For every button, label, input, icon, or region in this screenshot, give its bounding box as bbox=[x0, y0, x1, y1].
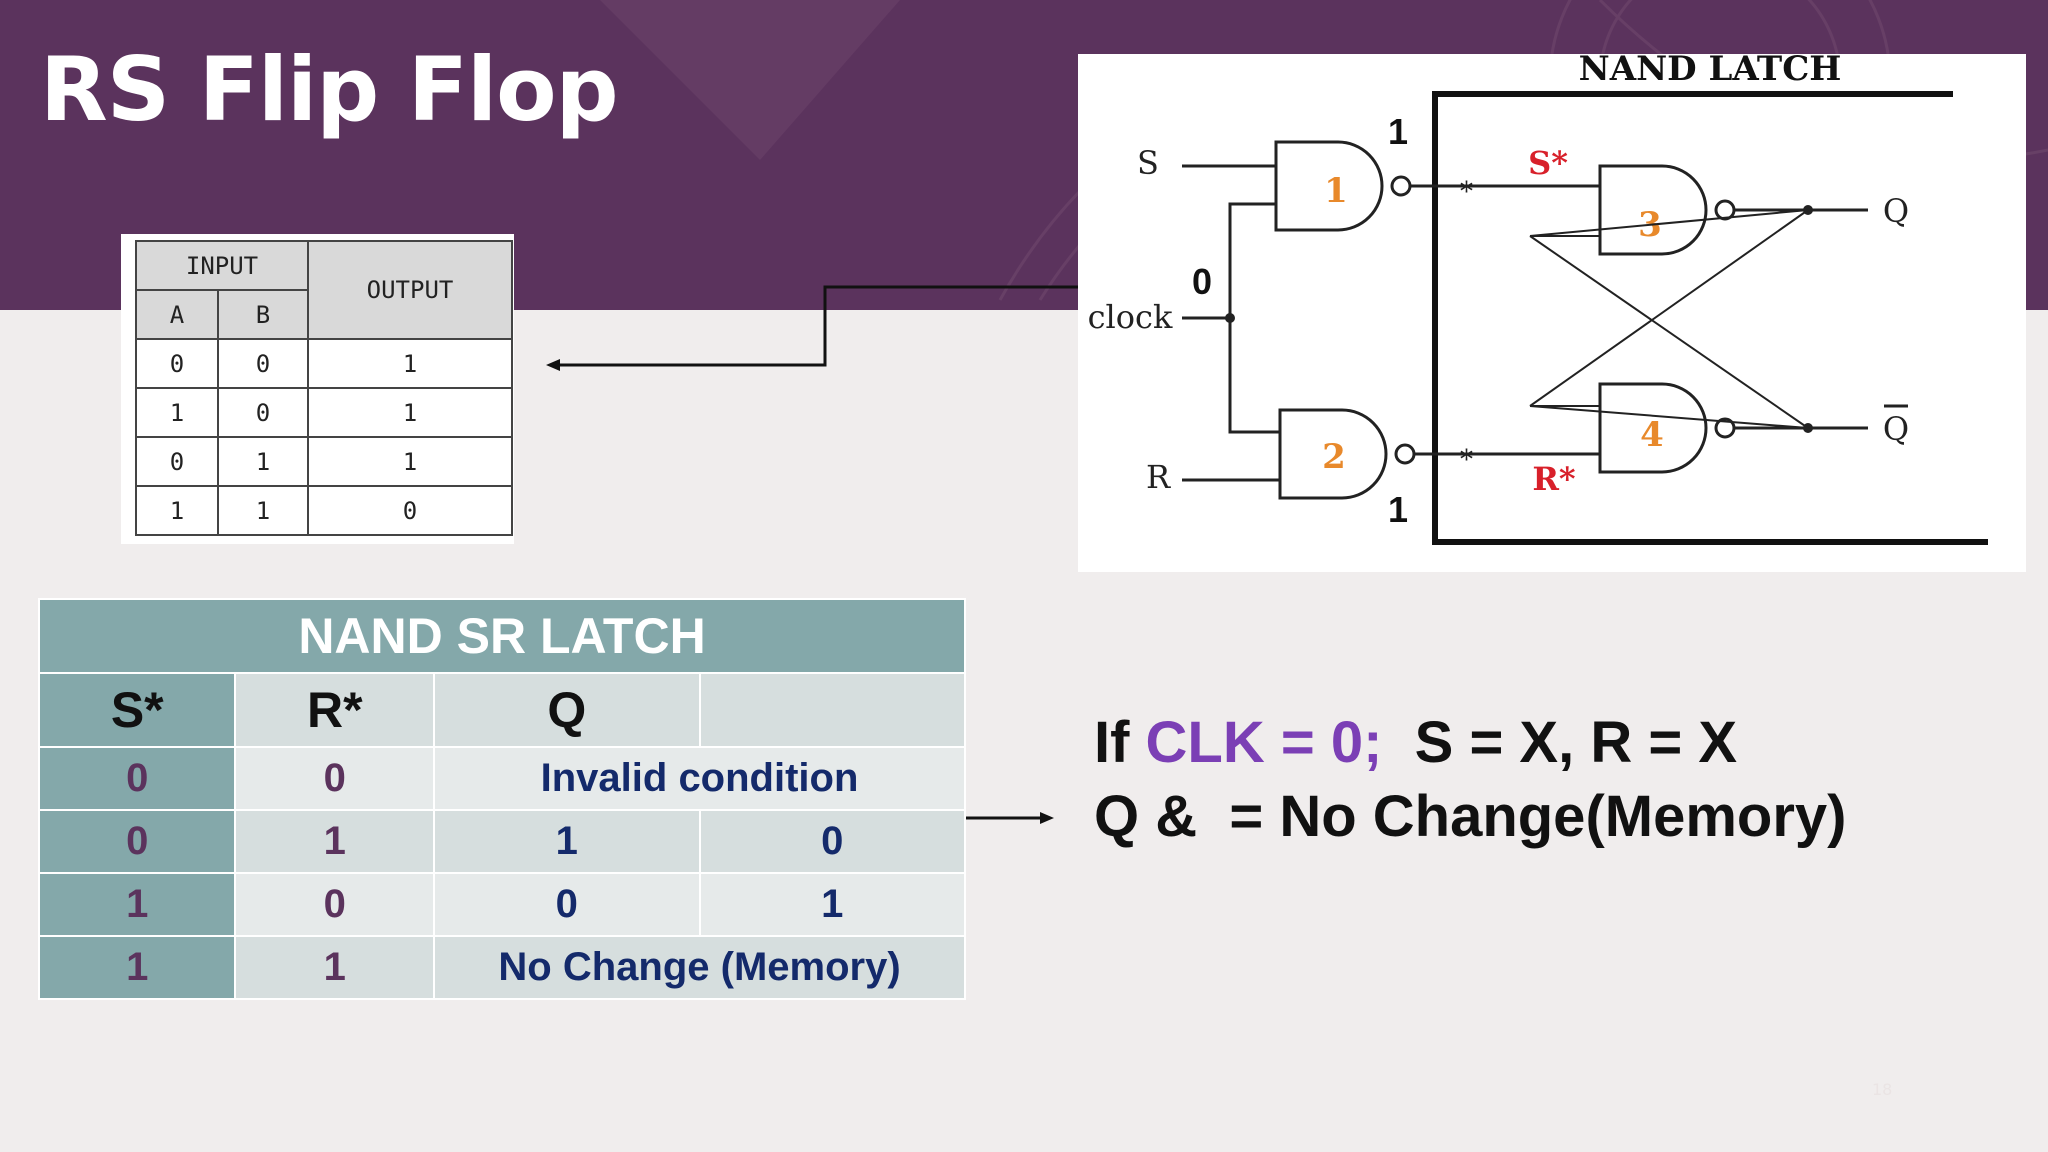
nand-sr-latch-table: NAND SR LATCH S* R* Q 0 0 Invalid condit… bbox=[37, 598, 966, 1000]
truth-cell-b: 1 bbox=[217, 485, 309, 536]
input-r-label: R bbox=[1146, 458, 1171, 496]
r-star-label: R* bbox=[1532, 460, 1576, 498]
truth-cell-a: 1 bbox=[135, 387, 219, 438]
latch-cell-s: 0 bbox=[37, 746, 237, 811]
truth-col-a: A bbox=[135, 289, 219, 340]
latch-cell-merged: No Change (Memory) bbox=[433, 935, 966, 1000]
latch-title: NAND LATCH bbox=[1579, 54, 1842, 89]
latch-header-s: S* bbox=[37, 672, 237, 748]
circuit-svg: NAND LATCH S clock 0 R 1 * 1 S* 2 * 1 R*… bbox=[1088, 49, 1988, 545]
gate-1-output-value: 1 bbox=[1388, 111, 1408, 152]
table-row: 0 1 1 0 bbox=[37, 809, 966, 874]
arrowhead-icon bbox=[1040, 812, 1054, 824]
clk-condition: CLK = 0; bbox=[1145, 710, 1383, 775]
table-row: 0 0 1 bbox=[135, 338, 513, 389]
latch-cell-s: 1 bbox=[37, 935, 237, 1000]
gate-4-number: 4 bbox=[1640, 415, 1664, 455]
statement-prefix: If bbox=[1094, 710, 1146, 775]
arrowhead-icon bbox=[546, 359, 560, 371]
nand-gate-2 bbox=[1278, 408, 1388, 500]
clock-label: clock bbox=[1088, 298, 1173, 336]
svg-text:*: * bbox=[1460, 177, 1473, 207]
truth-cell-a: 0 bbox=[135, 338, 219, 389]
latch-header-q: Q bbox=[433, 672, 701, 748]
truth-cell-out: 1 bbox=[307, 436, 513, 487]
latch-table-title: NAND SR LATCH bbox=[38, 598, 966, 674]
nand-latch-diagram: NAND LATCH S clock 0 R 1 * 1 S* 2 * 1 R*… bbox=[1078, 49, 2026, 572]
clk-statement: If CLK = 0; S = X, R = X Q & = No Change… bbox=[1094, 706, 1846, 854]
gate-2-number: 2 bbox=[1322, 437, 1346, 477]
nand-gate-4 bbox=[1598, 382, 1708, 474]
latch-cell-s: 0 bbox=[37, 809, 237, 874]
statement-rest: S = X, R = X bbox=[1382, 710, 1738, 775]
output-q-label: Q bbox=[1883, 192, 1909, 230]
nand-truth-table-image: INPUT OUTPUT A B 0 0 1 1 0 1 0 1 1 1 1 0 bbox=[121, 234, 514, 544]
latch-header-qbar bbox=[698, 672, 966, 748]
statement-line-2: Q & = No Change(Memory) bbox=[1094, 784, 1847, 849]
table-row: 1 1 0 bbox=[135, 485, 513, 536]
truth-cell-out: 1 bbox=[307, 338, 513, 389]
truth-col-b: B bbox=[217, 289, 309, 340]
s-star-label: S* bbox=[1528, 144, 1568, 182]
input-s-label: S bbox=[1137, 144, 1159, 182]
table-row: 1 0 0 1 bbox=[37, 872, 966, 937]
nand-truth-table: INPUT OUTPUT A B 0 0 1 1 0 1 0 1 1 1 1 0 bbox=[135, 240, 513, 536]
gate-1-number: 1 bbox=[1324, 171, 1348, 211]
latch-header-r: R* bbox=[234, 672, 436, 748]
nand-gate-1 bbox=[1274, 140, 1384, 232]
nand-gate-3 bbox=[1598, 164, 1708, 256]
truth-cell-b: 0 bbox=[217, 338, 309, 389]
latch-cell-r: 0 bbox=[234, 872, 436, 937]
latch-cell-q: 0 bbox=[433, 872, 701, 937]
latch-cell-q: 1 bbox=[433, 809, 701, 874]
slide-title: RS Flip Flop bbox=[40, 38, 619, 141]
latch-cell-s: 1 bbox=[37, 872, 237, 937]
latch-cell-qbar: 1 bbox=[698, 872, 966, 937]
table-row: 1 1 No Change (Memory) bbox=[37, 935, 966, 1000]
latch-cell-merged: Invalid condition bbox=[433, 746, 966, 811]
table-row: 0 1 1 bbox=[135, 436, 513, 487]
latch-cell-r: 1 bbox=[234, 935, 436, 1000]
truth-cell-b: 0 bbox=[217, 387, 309, 438]
latch-cell-qbar: 0 bbox=[698, 809, 966, 874]
truth-cell-out: 1 bbox=[307, 387, 513, 438]
truth-cell-a: 1 bbox=[135, 485, 219, 536]
gate-2-output-value: 1 bbox=[1388, 489, 1408, 530]
clock-to-table-arrow bbox=[552, 285, 1104, 367]
page-number: 18 bbox=[1872, 1080, 1893, 1099]
latch-cell-r: 0 bbox=[234, 746, 436, 811]
truth-cell-b: 1 bbox=[217, 436, 309, 487]
latch-cell-r: 1 bbox=[234, 809, 436, 874]
table-row: 1 0 1 bbox=[135, 387, 513, 438]
clock-value: 0 bbox=[1192, 261, 1212, 302]
truth-cell-a: 0 bbox=[135, 436, 219, 487]
truth-header-output: OUTPUT bbox=[307, 240, 513, 340]
table-row: 0 0 Invalid condition bbox=[37, 746, 966, 811]
latch-box bbox=[1432, 91, 1988, 545]
statement-line-1: If CLK = 0; S = X, R = X bbox=[1094, 706, 1846, 780]
svg-text:*: * bbox=[1460, 445, 1473, 475]
truth-header-input: INPUT bbox=[135, 240, 309, 291]
output-qbar-label: Q bbox=[1883, 410, 1909, 448]
truth-cell-out: 0 bbox=[307, 485, 513, 536]
